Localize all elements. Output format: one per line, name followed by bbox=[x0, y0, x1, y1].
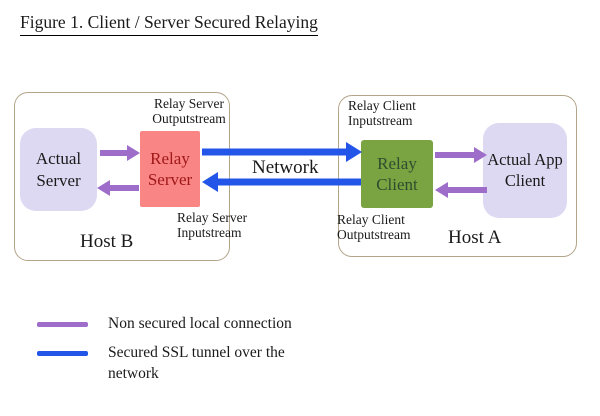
relay-client-label: Relay Client bbox=[376, 153, 418, 194]
arrow-shaft bbox=[446, 187, 487, 193]
host-b-label: Host B bbox=[80, 231, 134, 252]
arrow-relay-client-to-actual-app-client bbox=[435, 147, 487, 163]
arrow-shaft bbox=[202, 148, 348, 156]
arrow-head-right-icon bbox=[346, 142, 362, 162]
arrow-ssl-relay-server-to-relay-client bbox=[202, 142, 362, 162]
legend-blue-line-icon bbox=[37, 351, 88, 356]
relay-server-outputstream-label: Relay Server Outputstream bbox=[152, 96, 226, 126]
actual-server-node: Actual Server bbox=[20, 128, 97, 211]
actual-app-client-node: Actual App Client bbox=[483, 123, 567, 218]
relay-server-node: Relay Server bbox=[140, 131, 200, 207]
arrow-head-right-icon bbox=[474, 147, 487, 163]
actual-app-client-label: Actual App Client bbox=[487, 149, 563, 190]
figure-caption: Figure 1. Client / Server Secured Relayi… bbox=[20, 12, 318, 36]
arrow-shaft bbox=[435, 152, 476, 158]
actual-server-label: Actual Server bbox=[35, 149, 82, 190]
relay-client-inputstream-label: Relay Client Inputstream bbox=[348, 98, 416, 128]
host-a-label: Host A bbox=[448, 227, 502, 248]
arrow-head-left-icon bbox=[202, 172, 218, 192]
arrow-relay-server-to-actual-server bbox=[97, 180, 139, 196]
arrow-actual-app-client-to-relay-client bbox=[435, 182, 487, 198]
arrow-ssl-relay-client-to-relay-server bbox=[202, 172, 361, 192]
legend-label-ssl-tunnel: Secured SSL tunnel over the network bbox=[108, 344, 285, 382]
arrow-shaft bbox=[100, 150, 129, 156]
arrow-head-left-icon bbox=[97, 180, 110, 196]
arrow-actual-server-to-relay-server bbox=[100, 145, 140, 161]
relay-client-node: Relay Client bbox=[361, 140, 433, 208]
arrow-head-right-icon bbox=[127, 145, 140, 161]
arrow-shaft bbox=[216, 178, 361, 186]
relay-client-outputstream-label: Relay Client Outputstream bbox=[337, 212, 411, 242]
arrow-head-left-icon bbox=[435, 182, 448, 198]
arrow-shaft bbox=[108, 185, 139, 191]
legend-purple-line-icon bbox=[37, 322, 88, 327]
legend-label-non-secured: Non secured local connection bbox=[108, 315, 292, 332]
network-label: Network bbox=[252, 157, 319, 178]
relay-server-label: Relay Server bbox=[147, 148, 193, 189]
relay-server-inputstream-label: Relay Server Inputstream bbox=[177, 210, 248, 240]
